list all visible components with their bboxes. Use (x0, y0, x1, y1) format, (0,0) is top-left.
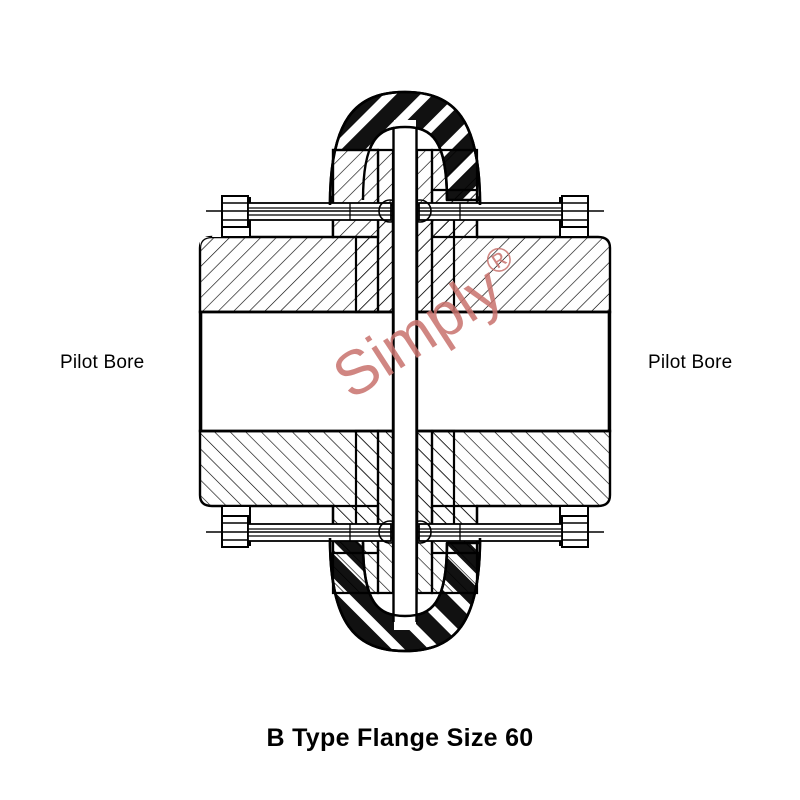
drawing-root (198, 90, 612, 653)
left-hub-assembly (198, 148, 402, 595)
right-hub-assembly (408, 148, 612, 595)
label-pilot-bore-right: Pilot Bore (648, 352, 733, 373)
diagram-caption: B Type Flange Size 60 (266, 724, 534, 752)
label-pilot-bore-left: Pilot Bore (60, 352, 145, 373)
center-gap (394, 120, 416, 630)
